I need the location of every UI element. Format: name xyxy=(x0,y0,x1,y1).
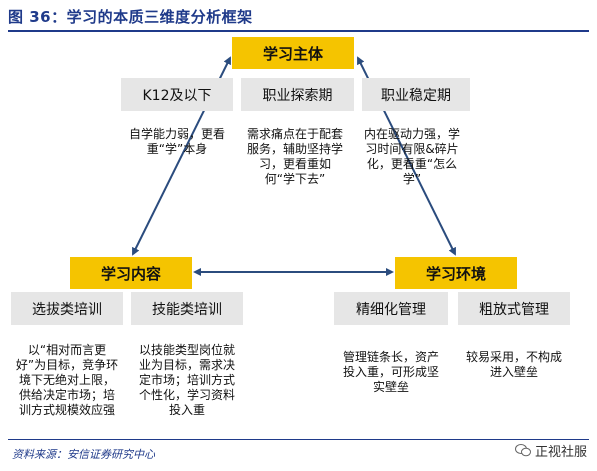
type-fine-management-desc: 管理链条长，资产投入重，可形成坚实壁垒 xyxy=(342,350,439,394)
stage-career-exploration-desc: 需求痛点在于配套服务，辅助坚持学习，更看重如何“学下去” xyxy=(246,127,343,186)
type-selection-training-desc: 以“相对而言更好”为目标，竞争环境下无绝对上限，供给决定市场；培训方式规模效应强 xyxy=(15,343,119,417)
type-selection-training: 选拔类培训 xyxy=(11,292,123,325)
title-rule xyxy=(8,30,589,32)
type-skill-training: 技能类培训 xyxy=(131,292,243,325)
type-extensive-management-desc: 较易采用，不构成进入壁垒 xyxy=(466,350,563,379)
stage-career-stable-desc: 内在驱动力强，学习时间有限&碎片化，更看重“怎么学” xyxy=(363,127,460,186)
type-extensive-management: 粗放式管理 xyxy=(458,292,570,325)
source-note: 资料来源：安信证券研究中心 xyxy=(12,448,155,461)
node-subject: 学习主体 xyxy=(232,37,354,69)
stage-k12-desc: 自学能力弱，更看重“学”本身 xyxy=(128,127,225,156)
watermark-text: 正视社服 xyxy=(535,445,588,460)
stage-career-exploration: 职业探索期 xyxy=(241,78,354,111)
bottom-rule xyxy=(8,439,589,440)
type-fine-management: 精细化管理 xyxy=(334,292,448,325)
figure-title: 图 36：学习的本质三维度分析框架 xyxy=(8,8,253,26)
type-skill-training-desc: 以技能类型岗位就业为目标，需求决定市场；培训方式个性化，学习资料投入重 xyxy=(138,343,235,417)
stage-k12: K12及以下 xyxy=(121,78,233,111)
wechat-icon xyxy=(515,444,531,457)
stage-career-stable: 职业稳定期 xyxy=(362,78,470,111)
node-content: 学习内容 xyxy=(70,257,192,289)
watermark: 正视社服 xyxy=(515,441,587,460)
node-environment: 学习环境 xyxy=(395,257,517,289)
